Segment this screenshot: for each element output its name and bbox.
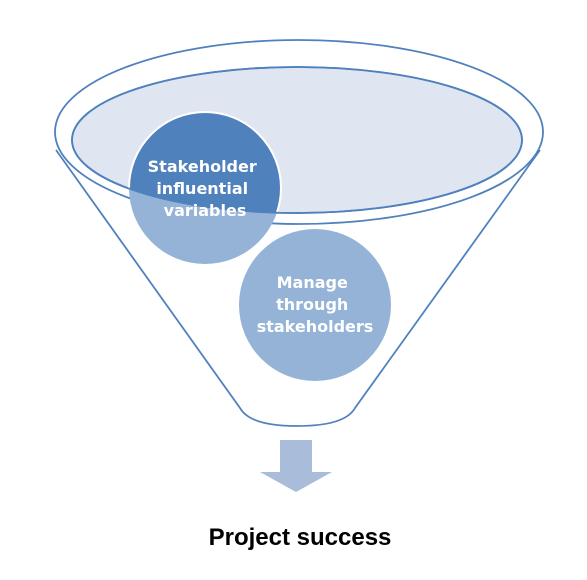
stakeholder-line-3: variables <box>164 201 247 220</box>
manage-line-3: stakeholders <box>257 317 374 336</box>
stakeholder-circle-overlap <box>129 112 281 213</box>
manage-line-1: Manage <box>277 273 348 292</box>
down-arrow-icon <box>260 440 332 492</box>
stakeholder-line-1: Stakeholder <box>148 157 257 176</box>
stakeholder-line-2: influential <box>156 179 248 198</box>
funnel-inner-rim-edge <box>71 66 523 214</box>
project-success-caption: Project success <box>209 524 392 551</box>
manage-circle-label: Manage through stakeholders <box>257 273 374 336</box>
manage-circle <box>239 229 391 381</box>
manage-line-2: through <box>276 295 348 314</box>
stakeholder-circle-label: Stakeholder influential variables <box>148 157 263 220</box>
